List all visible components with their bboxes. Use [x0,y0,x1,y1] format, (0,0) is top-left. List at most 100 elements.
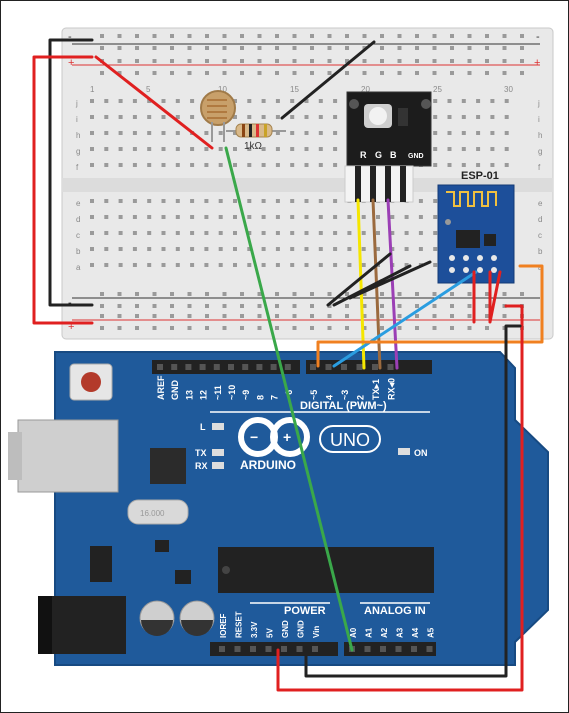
breadboard-hole[interactable] [333,115,338,119]
rail-hole[interactable] [397,71,402,75]
breadboard-hole[interactable] [261,199,266,203]
rail-hole[interactable] [187,314,192,318]
rail-hole[interactable] [467,46,472,50]
breadboard-hole[interactable] [275,215,280,219]
breadboard-hole[interactable] [290,263,295,267]
breadboard-hole[interactable] [333,131,338,135]
breadboard-hole[interactable] [175,215,180,219]
rail-hole[interactable] [502,34,507,38]
breadboard-hole[interactable] [190,231,195,235]
breadboard-hole[interactable] [361,247,366,251]
rail-hole[interactable] [485,314,489,318]
breadboard-hole[interactable] [361,215,366,219]
breadboard-hole[interactable] [333,147,338,151]
rail-hole[interactable] [170,34,174,38]
rail-hole[interactable] [380,71,384,75]
breadboard-hole[interactable] [290,231,295,235]
breadboard-hole[interactable] [218,163,223,167]
breadboard-hole[interactable] [175,247,180,251]
rail-hole[interactable] [345,292,349,296]
breadboard-hole[interactable] [233,131,237,135]
rail-hole[interactable] [257,34,262,38]
rail-hole[interactable] [170,71,174,75]
rail-hole[interactable] [152,314,157,318]
rail-hole[interactable] [170,304,174,308]
rail-hole[interactable] [117,304,122,308]
rail-hole[interactable] [415,326,419,330]
breadboard-hole[interactable] [90,99,94,103]
breadboard-hole[interactable] [147,99,152,103]
rail-hole[interactable] [292,46,297,50]
rail-hole[interactable] [100,34,104,38]
rail-hole[interactable] [257,304,262,308]
breadboard-hole[interactable] [247,199,252,203]
rail-hole[interactable] [415,59,419,63]
digital-pin-hole[interactable] [325,364,332,370]
breadboard-hole[interactable] [461,147,466,151]
breadboard-hole[interactable] [104,231,109,235]
breadboard-hole[interactable] [204,147,209,151]
wire-red-photoresistor[interactable] [94,55,214,150]
breadboard-hole[interactable] [290,163,295,167]
breadboard-hole[interactable] [490,163,495,167]
rail-hole[interactable] [415,46,419,50]
breadboard-hole[interactable] [304,231,309,235]
breadboard-hole[interactable] [118,99,123,103]
breadboard-hole[interactable] [118,263,123,267]
breadboard-hole[interactable] [361,263,366,267]
rail-hole[interactable] [502,292,507,296]
rail-hole[interactable] [345,34,349,38]
rail-hole[interactable] [380,304,384,308]
rail-hole[interactable] [117,326,122,330]
breadboard-hole[interactable] [376,231,380,235]
wire-blue-esp-tx[interactable] [332,270,478,368]
rail-hole[interactable] [187,304,192,308]
rail-hole[interactable] [170,59,174,63]
breadboard-hole[interactable] [147,131,152,135]
digital-pin-hole[interactable] [157,364,163,370]
breadboard-hole[interactable] [104,115,109,119]
wire-black-gnd[interactable] [304,324,522,678]
analog-pin-hole[interactable] [426,646,433,652]
breadboard-hole[interactable] [90,147,94,151]
wire-yellow-pin4[interactable] [356,198,366,370]
breadboard-hole[interactable] [218,147,223,151]
breadboard-hole[interactable] [118,247,123,251]
rail-hole[interactable] [240,292,244,296]
breadboard-hole[interactable] [275,131,280,135]
breadboard-hole[interactable] [118,131,123,135]
breadboard-hole[interactable] [461,99,466,103]
breadboard-hole[interactable] [333,199,338,203]
rail-hole[interactable] [520,71,524,75]
breadboard-hole[interactable] [390,231,395,235]
breadboard-hole[interactable] [504,99,509,103]
breadboard-hole[interactable] [490,131,495,135]
breadboard-hole[interactable] [275,99,280,103]
rail-hole[interactable] [432,71,437,75]
esp-pin[interactable] [463,267,469,273]
breadboard-hole[interactable] [433,263,438,267]
rail-hole[interactable] [100,46,104,50]
rail-hole[interactable] [310,292,314,296]
rail-hole[interactable] [292,304,297,308]
rail-hole[interactable] [467,304,472,308]
rail-hole[interactable] [485,326,489,330]
rail-hole[interactable] [187,46,192,50]
rail-hole[interactable] [345,46,349,50]
breadboard-hole[interactable] [275,115,280,119]
rail-hole[interactable] [222,314,227,318]
breadboard-hole[interactable] [90,115,94,119]
breadboard-hole[interactable] [190,263,195,267]
breadboard-hole[interactable] [233,215,237,219]
breadboard-hole[interactable] [118,215,123,219]
breadboard-hole[interactable] [461,163,466,167]
breadboard-hole[interactable] [304,199,309,203]
rail-hole[interactable] [292,34,297,38]
rail-hole[interactable] [240,304,244,308]
rail-hole[interactable] [327,59,332,63]
rail-hole[interactable] [485,46,489,50]
rail-hole[interactable] [467,59,472,63]
rail-hole[interactable] [100,326,104,330]
breadboard-hole[interactable] [175,231,180,235]
rail-hole[interactable] [362,34,367,38]
